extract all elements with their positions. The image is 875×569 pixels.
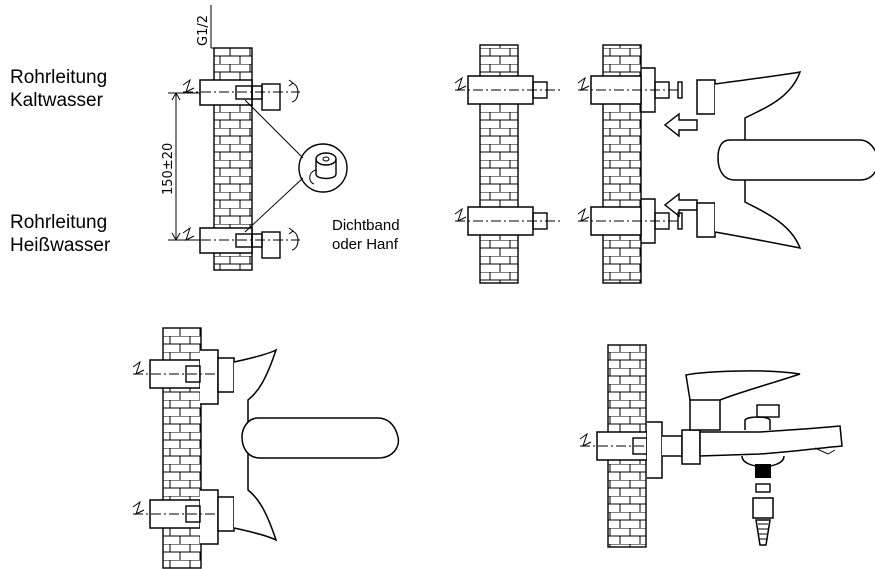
- rotation-arrow-icon: [291, 230, 299, 251]
- cold-line-label-2: Kaltwasser: [10, 90, 103, 111]
- mixer-body: [696, 71, 875, 250]
- mixer-handle: [717, 139, 875, 181]
- diverter-knob: [756, 404, 780, 418]
- seal-label-1: Dichtband: [332, 217, 400, 234]
- mixer-body: [217, 348, 400, 542]
- seal-label-2: oder Hanf: [332, 236, 398, 253]
- spout: [699, 425, 843, 457]
- push-arrow-icon: [663, 112, 698, 138]
- panel-step-2: [454, 44, 875, 284]
- hot-line-label-1: Rohrleitung: [10, 212, 108, 233]
- panel-step-1: G1/2 150±20: [161, 5, 348, 271]
- seal-label: Dichtband oder Hanf: [332, 216, 400, 254]
- rotation-arrow-icon: [291, 82, 299, 103]
- tape-roll-icon: [309, 152, 337, 185]
- tape-callout: [298, 143, 348, 193]
- thread-size-label: G1/2: [196, 15, 211, 46]
- panel-step-3: [132, 327, 400, 569]
- spacing-dimension-label: 150±20: [161, 143, 176, 195]
- cold-line-label-1: Rohrleitung: [10, 67, 108, 88]
- hot-adapter: [261, 231, 281, 259]
- cold-line-label: Rohrleitung Kaltwasser: [10, 66, 107, 112]
- hot-line-label: Rohrleitung Heißwasser: [10, 211, 110, 257]
- push-arrow-icon: [663, 192, 698, 218]
- hot-line-label-2: Heißwasser: [10, 235, 111, 256]
- panel-step-4: [579, 344, 843, 548]
- mixer-handle: [241, 417, 400, 459]
- lever-handle: [685, 370, 801, 401]
- hose-nut: [752, 497, 774, 519]
- cold-adapter: [261, 83, 281, 111]
- bath-mixer-side: [647, 370, 843, 546]
